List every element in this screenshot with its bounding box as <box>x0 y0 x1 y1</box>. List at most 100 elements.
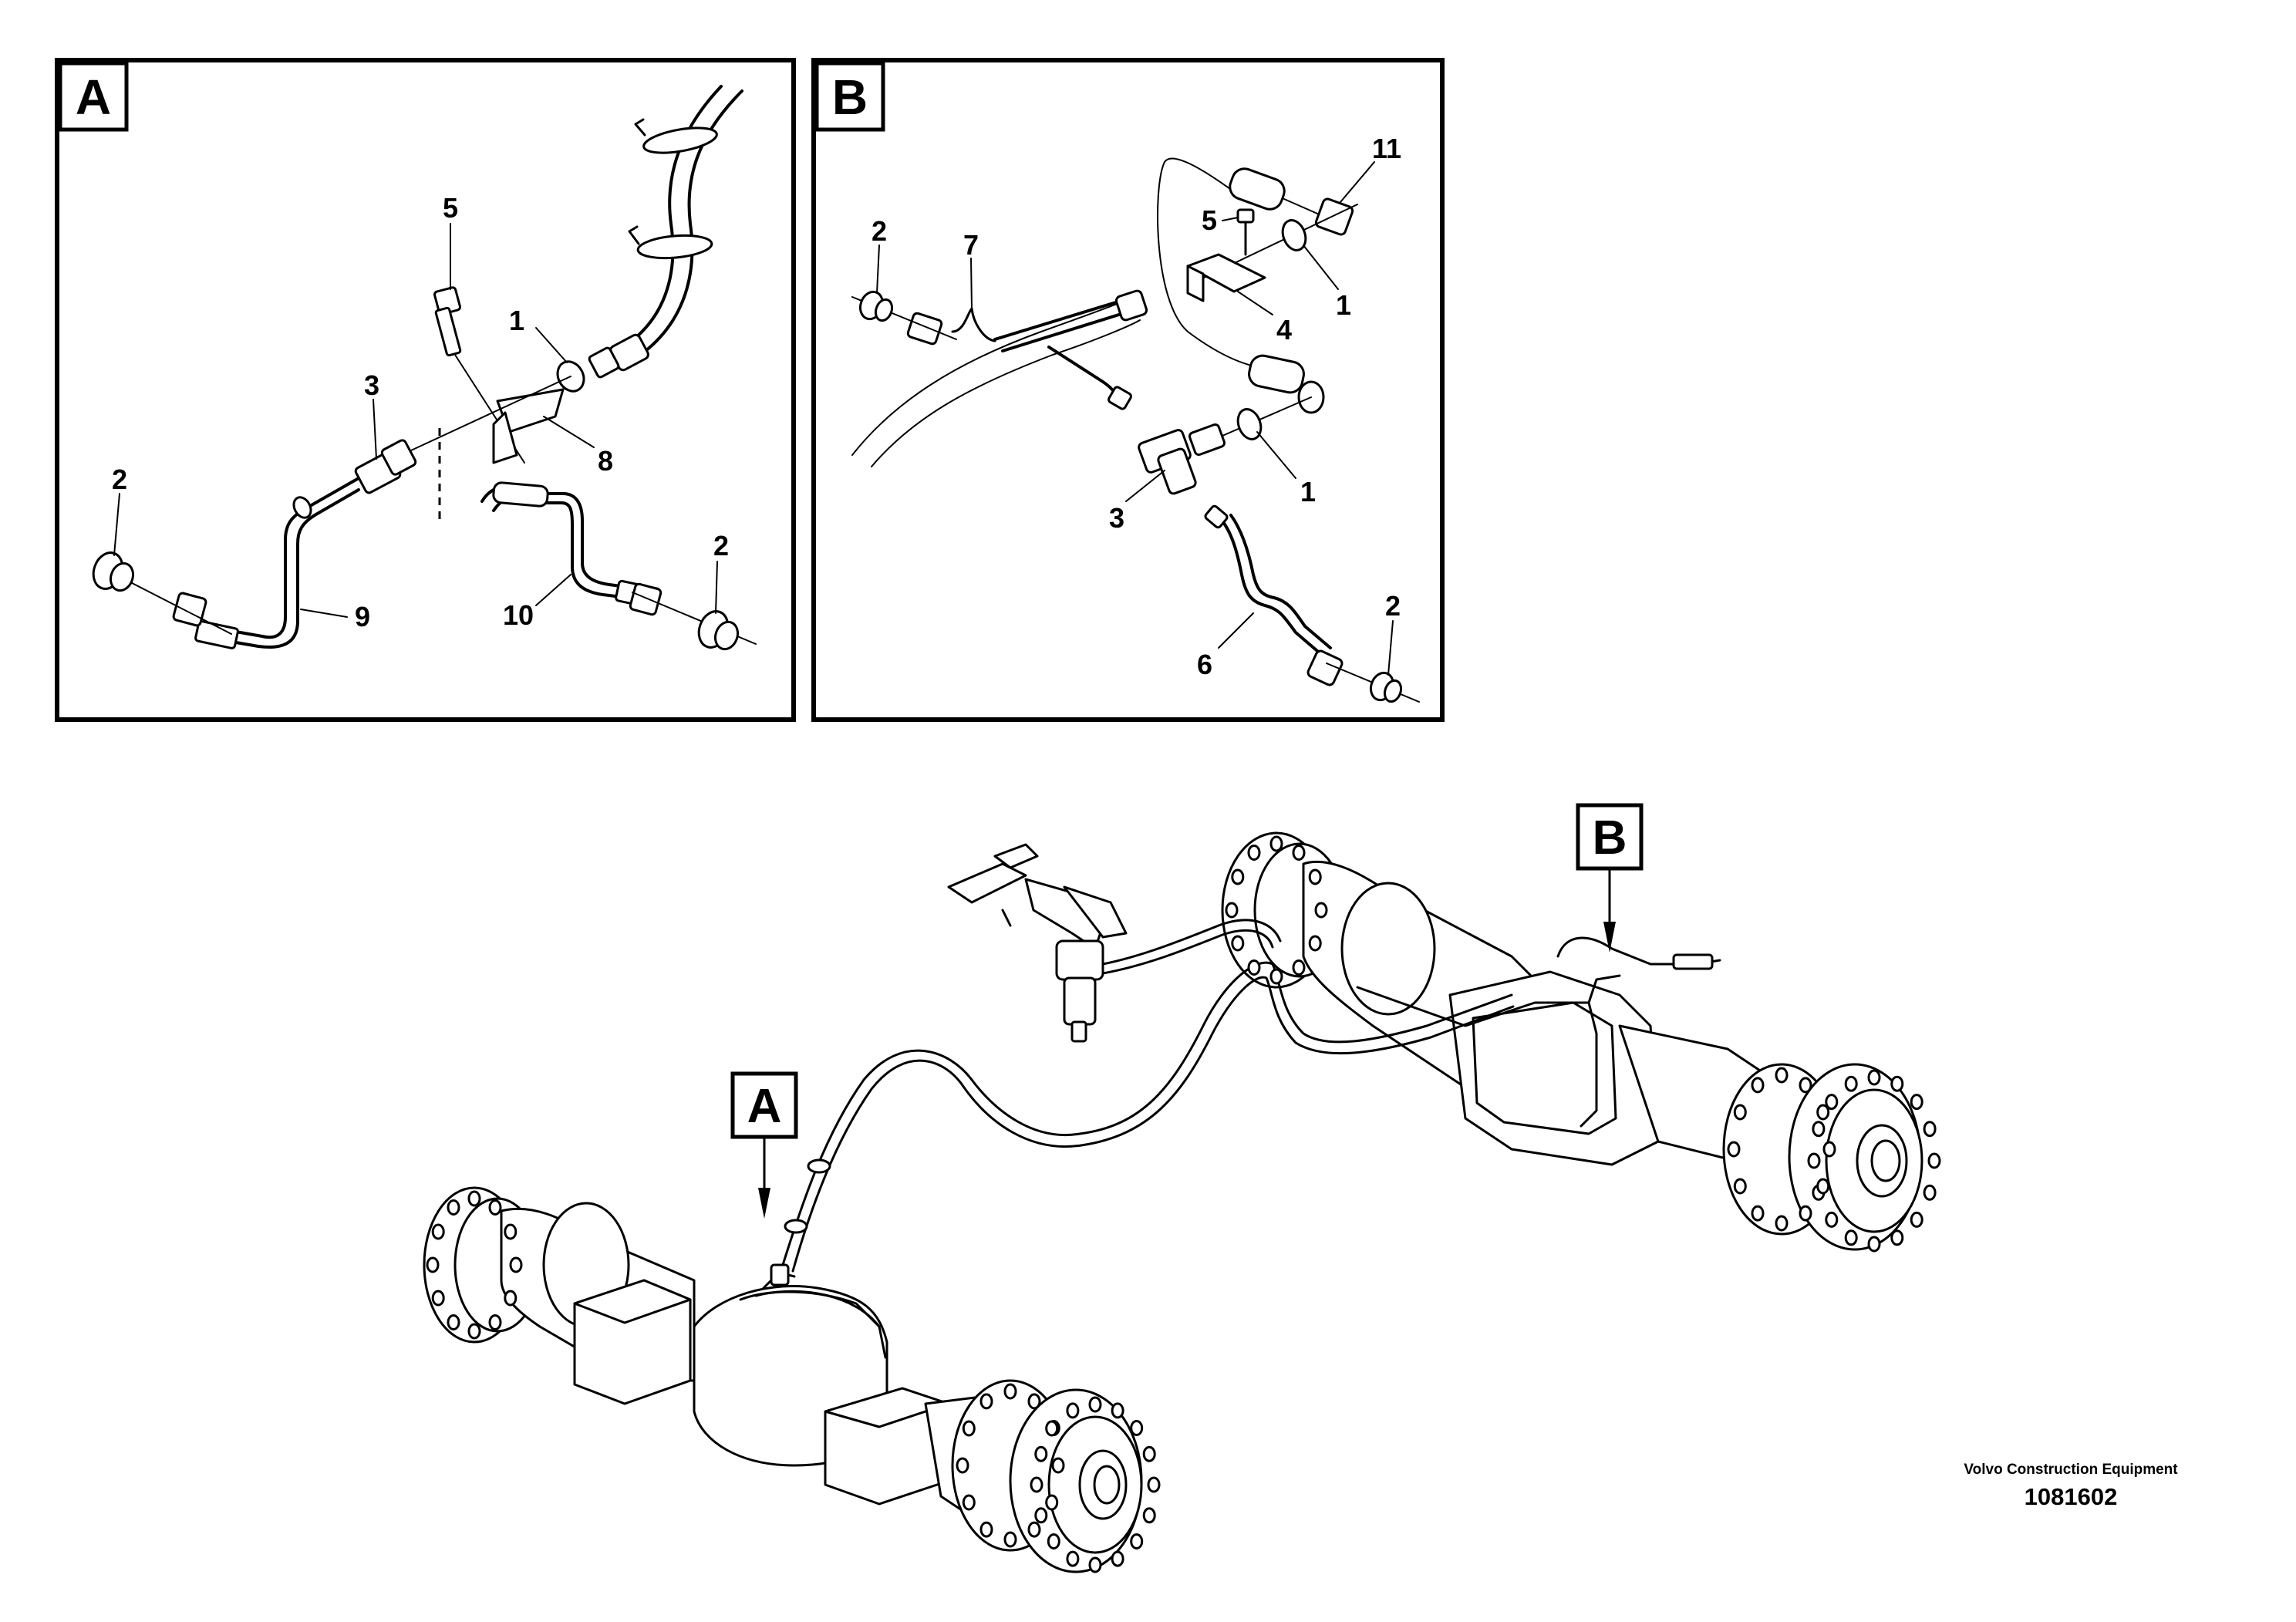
detail-b-hose-7-b <box>1001 309 1135 352</box>
hub-bolt <box>467 1190 481 1207</box>
rear-axle <box>1221 831 1923 1251</box>
hub-bolt <box>1308 935 1322 952</box>
detail-b-connector-2-bottom <box>1369 671 1403 703</box>
detail-b-frame <box>811 58 1445 722</box>
hub-bolt <box>1927 1152 1941 1169</box>
detail-b-hose-end-top <box>1229 167 1323 217</box>
brake-pedal-stop <box>1001 909 1012 927</box>
main-brake-hose-b <box>791 976 1515 1273</box>
brake-valve-port <box>1070 1020 1087 1043</box>
detail-a: A <box>55 58 796 722</box>
valve-hose-b <box>1101 929 1274 975</box>
hub-bolt <box>1799 1205 1812 1222</box>
hub-bolt <box>1231 935 1245 952</box>
callout-b-7: 7 <box>963 229 979 261</box>
hub-bolt <box>1733 1104 1747 1121</box>
detail-b-pipe-6-b <box>1229 514 1332 649</box>
hub-bolt <box>447 1199 460 1216</box>
detail-a-frame <box>55 58 796 722</box>
detail-b: B <box>811 58 1445 722</box>
hub-bolt <box>1923 1121 1937 1138</box>
hub-bolt <box>488 1314 502 1330</box>
hub-bolt <box>447 1314 460 1330</box>
rear-axle-brake-pipe-2 <box>1556 936 1721 966</box>
callout-a-2-left: 2 <box>112 464 127 495</box>
hub-bolt <box>1247 845 1261 861</box>
front-axle-brake-pipe <box>739 1290 887 1359</box>
brake-valve-lower <box>1063 976 1097 1026</box>
detail-a-letter-box <box>58 61 129 132</box>
detail-b-hose-curve-outer <box>851 296 1135 456</box>
callout-b-2-top: 2 <box>872 215 887 247</box>
hub-bolt <box>1910 1094 1923 1111</box>
hub-bolt <box>1751 1205 1765 1222</box>
detail-a-pipe-9-sleeve <box>292 496 312 519</box>
hub-bolt <box>1816 1104 1830 1121</box>
hub-bolt <box>1045 1494 1059 1511</box>
overview-tag-a-arrow <box>758 1188 770 1219</box>
callout-b-11: 11 <box>1372 133 1401 164</box>
detail-b-hose-7-a <box>993 298 1128 341</box>
hub-bolt <box>1314 902 1328 919</box>
detail-a-pipe-9-b <box>230 488 360 649</box>
overview-tag-a-box <box>730 1071 798 1139</box>
callout-a-10: 10 <box>503 599 534 631</box>
hub-bolt <box>504 1290 518 1307</box>
brake-pedal-plate <box>947 862 1027 904</box>
hub-bolt <box>1231 868 1245 885</box>
hub-bolt <box>1142 1445 1156 1462</box>
callout-b-1-mid: 1 <box>1300 476 1316 508</box>
brake-pedal-valve <box>947 843 1128 1043</box>
hub-bolt <box>1066 1402 1080 1419</box>
brake-pedal-plate-2 <box>993 843 1039 869</box>
hub-bolt <box>1147 1476 1161 1493</box>
brake-valve-body <box>1055 939 1104 981</box>
front-axle-hose-clamp-2 <box>807 1158 831 1174</box>
hub-bolt <box>1027 1393 1041 1410</box>
callout-b-1-top: 1 <box>1336 289 1351 321</box>
overview-tag-b: B <box>1576 803 1644 953</box>
detail-a-nut-left <box>172 592 207 627</box>
detail-a-nut-right <box>629 582 663 616</box>
rear-axle-brake-pipe-3 <box>1587 974 1621 1004</box>
overview: A B <box>423 803 1923 1573</box>
hub-bolt <box>1225 902 1239 919</box>
hub-bolt <box>1807 1152 1821 1169</box>
hub-bolt <box>956 1457 969 1474</box>
rear-axle-right-hub-cap <box>1870 1139 1901 1182</box>
hub-bolt <box>1003 1383 1017 1400</box>
hub-bolt <box>1047 1533 1060 1549</box>
overview-tag-a-letter: A <box>747 1080 782 1133</box>
callout-b-2-bottom: 2 <box>1385 590 1401 622</box>
document-number: 1081602 <box>2024 1483 2118 1510</box>
hub-bolt <box>1867 1069 1881 1086</box>
rear-axle-diff-cover <box>1472 1001 1617 1135</box>
hub-bolt <box>1867 1236 1881 1253</box>
hub-bolt <box>1825 1211 1839 1228</box>
brand-name: Volvo Construction Equipment <box>1964 1462 2178 1478</box>
detail-b-pipe-sleeve <box>1108 386 1132 410</box>
front-axle-right-hub-cap <box>1093 1465 1121 1505</box>
rear-axle-left-flange <box>1340 882 1436 1016</box>
detail-a-pipe-10-bend <box>492 481 549 508</box>
hub-bolt-layer <box>426 835 1941 1573</box>
hub-bolt <box>1030 1476 1043 1493</box>
detail-a-bolt-5 <box>433 286 462 357</box>
hub-bolt <box>979 1521 993 1538</box>
overview-tag-b-arrow <box>1603 922 1616 953</box>
front-axle-hose-clamp <box>784 1219 808 1234</box>
hub-bolt <box>1269 968 1283 985</box>
rear-axle-pipe-fitting <box>1672 953 1714 970</box>
hub-bolt <box>1269 835 1283 852</box>
callout-b-4: 4 <box>1276 314 1292 346</box>
detail-b-nut-1-top <box>1281 219 1307 251</box>
brake-pedal-arm-2 <box>1063 885 1128 939</box>
detail-b-axis-mid <box>1222 396 1312 437</box>
hub-bolt <box>1923 1184 1937 1201</box>
hub-bolt <box>1034 1507 1048 1524</box>
front-axle <box>423 1158 1143 1573</box>
detail-b-hose-7-fitting <box>1114 289 1148 322</box>
callout-a-2-right: 2 <box>713 530 729 561</box>
hub-bolt <box>488 1199 502 1216</box>
